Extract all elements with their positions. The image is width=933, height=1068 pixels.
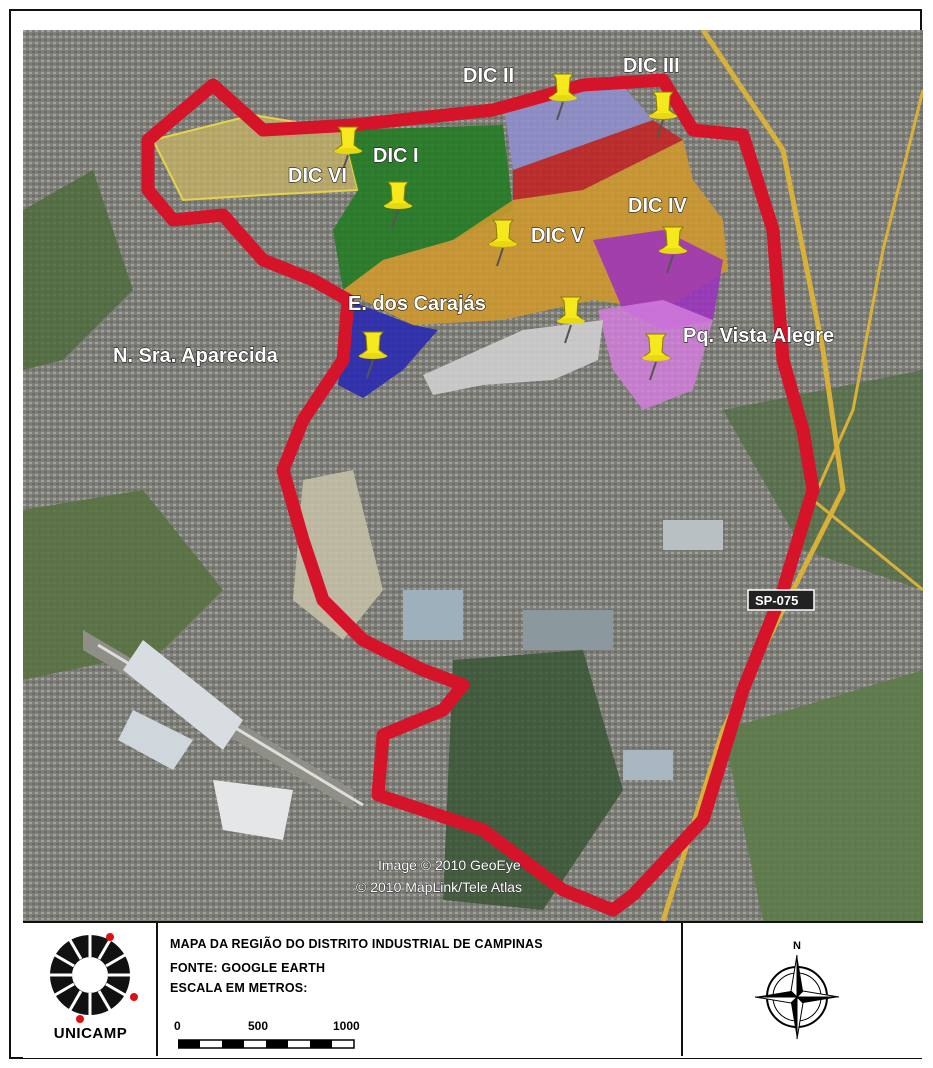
logo-wordmark: UNICAMP: [53, 1025, 128, 1042]
scale-bar: [178, 1039, 355, 1049]
building: [663, 520, 723, 550]
label-dic-v: DIC V: [531, 225, 585, 247]
region-dic-i[interactable]: [333, 125, 513, 290]
road-shield-sp-075: SP-075: [747, 589, 815, 611]
satellite-map[interactable]: DIC VI DIC I DIC II DIC III DIC IV DIC V…: [23, 30, 923, 921]
data-credit: © 2010 MapLink/Tele Atlas: [356, 879, 522, 895]
scale-tick-1000: 1000: [333, 1019, 360, 1033]
svg-text:SP-075: SP-075: [755, 593, 798, 608]
vegetation-area: [23, 170, 133, 370]
label-e-dos-carajas: E. dos Carajás: [348, 293, 486, 315]
label-dic-iii: DIC III: [623, 55, 680, 77]
vegetation-area: [723, 670, 923, 921]
highway: [660, 30, 846, 921]
label-n-sra-aparecida: N. Sra. Aparecida: [113, 345, 279, 367]
legend-info: MAPA DA REGIÃO DO DISTRITO INDUSTRIAL DE…: [158, 923, 683, 1056]
building: [403, 590, 463, 640]
map-source: FONTE: GOOGLE EARTH: [170, 961, 326, 975]
building: [523, 610, 613, 650]
highway: [811, 89, 923, 592]
region-grey-area: [423, 320, 603, 395]
label-dic-iv: DIC IV: [628, 195, 688, 217]
vegetation-area: [23, 490, 223, 680]
scale-tick-500: 500: [248, 1019, 269, 1033]
region-e-dos-carajas[interactable]: [338, 300, 438, 398]
map-canvas: DIC VI DIC I DIC II DIC III DIC IV DIC V…: [23, 30, 923, 921]
vegetation-area: [443, 650, 623, 910]
airport: [83, 630, 364, 840]
legend-panel: UNICAMP MAPA DA REGIÃO DO DISTRITO INDUS…: [23, 921, 923, 1058]
label-pq-vista-alegre: Pq. Vista Alegre: [683, 325, 834, 347]
svg-text:N: N: [793, 940, 801, 952]
label-dic-ii: DIC II: [463, 65, 514, 87]
imagery-credit: Image © 2010 GeoEye: [378, 857, 521, 873]
north-arrow: N: [683, 923, 923, 1056]
unicamp-emblem: [50, 933, 138, 1023]
map-title: MAPA DA REGIÃO DO DISTRITO INDUSTRIAL DE…: [170, 937, 543, 951]
label-dic-vi: DIC VI: [288, 165, 347, 187]
label-dic-i: DIC I: [373, 145, 419, 167]
unicamp-logo: UNICAMP: [23, 923, 158, 1056]
scale-tick-0: 0: [174, 1019, 181, 1033]
region-dic-iv[interactable]: [593, 230, 723, 330]
compass-rose-icon: N: [754, 940, 840, 1040]
district-boundary: [141, 73, 820, 917]
scale-label: ESCALA EM METROS:: [170, 981, 308, 995]
region-dic-iii[interactable]: [513, 120, 683, 200]
building: [623, 750, 673, 780]
